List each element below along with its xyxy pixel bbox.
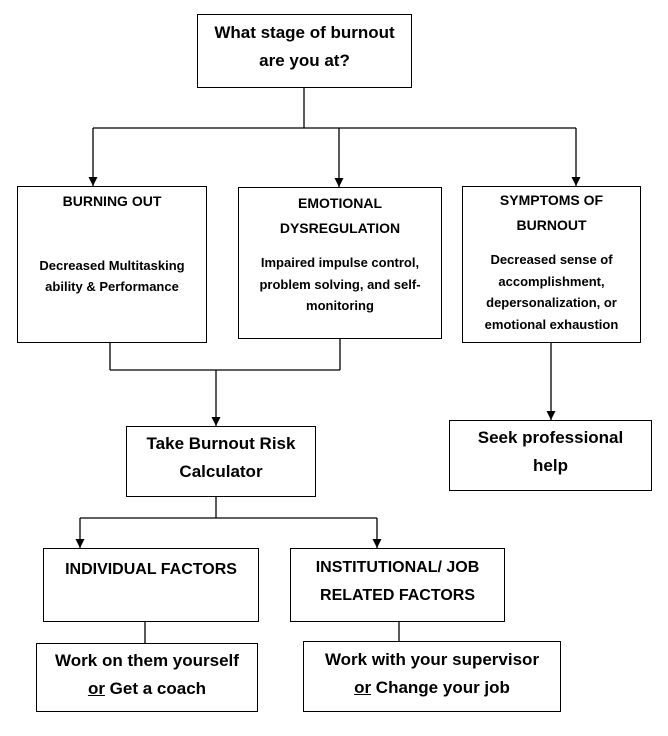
stage-description-line: Impaired impulse control, xyxy=(260,255,420,270)
individual-action-box: Work on them yourself or Get a coach xyxy=(36,643,258,712)
stage-title: BURNING OUT xyxy=(18,191,206,211)
stage-title-line: DYSREGULATION xyxy=(279,220,401,236)
stage-description-line: problem solving, and self- xyxy=(259,276,421,292)
stage-title-line: BURNING OUT xyxy=(62,193,162,209)
stage-title: SYMPTOMS OF BURNOUT xyxy=(463,188,640,238)
risk-calculator-line: Take Burnout Risk xyxy=(146,434,296,453)
professional-help-line: help xyxy=(533,456,568,475)
stage-description-line: ability & Performance xyxy=(45,279,179,294)
risk-calculator-line: Calculator xyxy=(179,462,263,481)
factor-title: INDIVIDUAL FACTORS xyxy=(44,556,258,584)
stage-description-line: Decreased Multitasking xyxy=(39,258,185,273)
action-connector: or xyxy=(87,679,105,698)
question-text: What stage of burnout are you at? xyxy=(198,19,411,75)
stage-title-line: BURNOUT xyxy=(516,217,587,233)
stage-title: EMOTIONAL DYSREGULATION xyxy=(239,191,441,241)
factor-title-line: INDIVIDUAL FACTORS xyxy=(65,561,237,578)
action-alternative-line: or Change your job xyxy=(304,674,560,702)
professional-help-text: Seek professional help xyxy=(450,424,651,480)
factor-title: INSTITUTIONAL/ JOB RELATED FACTORS xyxy=(291,554,504,610)
question-line: are you at? xyxy=(259,51,350,70)
stage-title-line: EMOTIONAL xyxy=(298,195,382,211)
stage-description-line: Decreased sense of xyxy=(490,252,613,267)
stage-box-burning-out: BURNING OUT Decreased Multitasking abili… xyxy=(17,186,207,343)
individual-factors-box: INDIVIDUAL FACTORS xyxy=(43,548,259,622)
institutional-action-box: Work with your supervisor or Change your… xyxy=(303,641,561,712)
stage-box-emotional-dysregulation: EMOTIONAL DYSREGULATION Impaired impulse… xyxy=(238,187,442,339)
stage-description: Decreased sense of accomplishment, deper… xyxy=(463,249,640,335)
stage-description-line: accomplishment, xyxy=(498,273,605,289)
stage-description-line: depersonalization, or xyxy=(486,295,617,310)
action-text: Work on them yourself or Get a coach xyxy=(37,647,257,703)
stage-title-line: SYMPTOMS OF xyxy=(499,192,604,208)
stage-description: Decreased Multitasking ability & Perform… xyxy=(18,255,206,297)
risk-calculator-box: Take Burnout Risk Calculator xyxy=(126,426,316,497)
action-option-a: Work with your supervisor xyxy=(324,650,540,669)
action-alternative-line: or Get a coach xyxy=(37,675,257,703)
professional-help-box: Seek professional help xyxy=(449,420,652,491)
professional-help-line: Seek professional xyxy=(477,428,624,447)
stage-box-symptoms-of-burnout: SYMPTOMS OF BURNOUT Decreased sense of a… xyxy=(462,186,641,343)
question-box: What stage of burnout are you at? xyxy=(197,14,412,88)
action-option-b: Get a coach xyxy=(109,679,207,698)
factor-title-line: RELATED FACTORS xyxy=(320,587,475,604)
institutional-factors-box: INSTITUTIONAL/ JOB RELATED FACTORS xyxy=(290,548,505,622)
stage-description-line: monitoring xyxy=(306,298,374,313)
action-option-b: Change your job xyxy=(375,678,510,697)
factor-title-line: INSTITUTIONAL/ JOB xyxy=(315,559,480,576)
risk-calculator-text: Take Burnout Risk Calculator xyxy=(127,430,315,486)
stage-description-line: emotional exhaustion xyxy=(484,316,619,332)
action-option-a: Work on them yourself xyxy=(55,651,239,670)
action-connector: or xyxy=(354,678,372,697)
stage-description: Impaired impulse control, problem solvin… xyxy=(239,252,441,317)
question-line: What stage of burnout xyxy=(214,23,395,42)
action-text: Work with your supervisor or Change your… xyxy=(304,646,560,702)
